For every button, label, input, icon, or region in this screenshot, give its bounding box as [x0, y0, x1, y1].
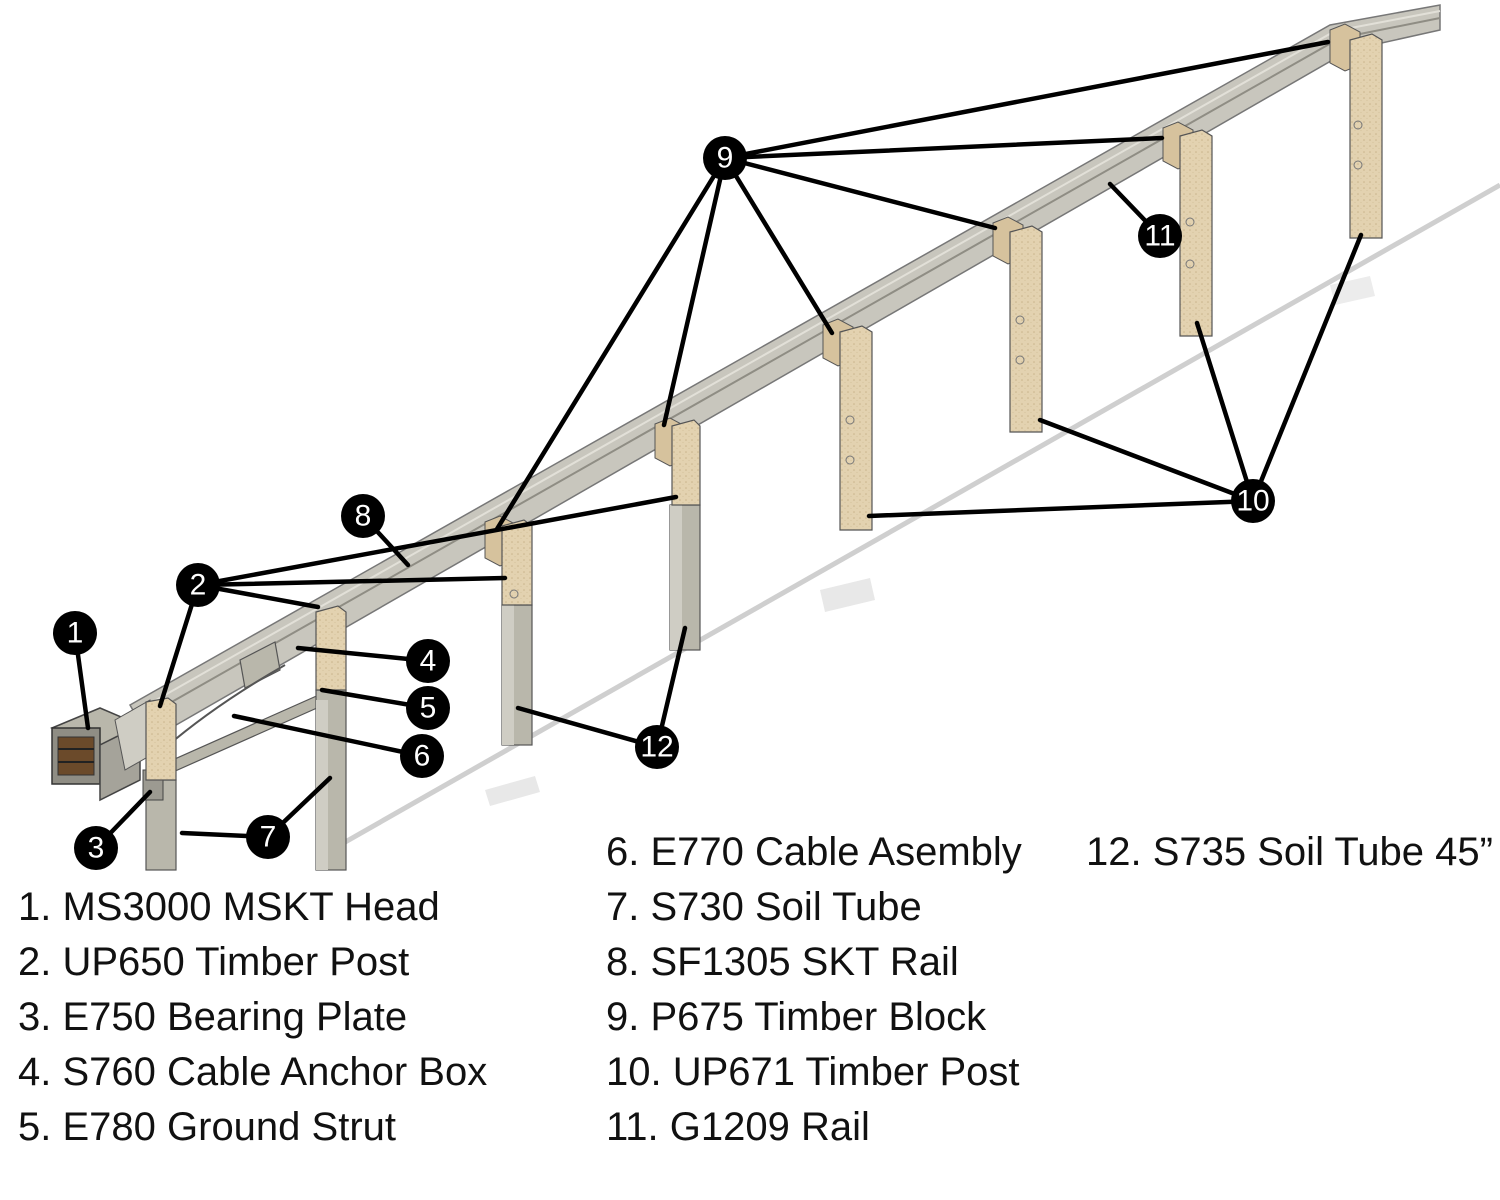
- post-6: [992, 216, 1043, 433]
- callout-8: 8: [341, 494, 385, 538]
- guardrail-terminal-diagram: 1 2 3 4 5 6 7 8 9 10 11 12: [49, 4, 1500, 871]
- legend-item-10: 10. UP671 Timber Post: [606, 1050, 1020, 1094]
- callout-6: 6: [400, 734, 444, 778]
- callout-5: 5: [406, 686, 450, 730]
- callout-4: 4: [406, 639, 450, 683]
- svg-text:2: 2: [190, 569, 207, 602]
- legend-item-2: 2. UP650 Timber Post: [18, 940, 410, 984]
- svg-text:1: 1: [67, 617, 84, 650]
- svg-text:9: 9: [717, 142, 734, 175]
- svg-text:8: 8: [355, 500, 372, 533]
- callout-1: 1: [53, 611, 97, 655]
- legend-item-11: 11. G1209 Rail: [606, 1105, 870, 1149]
- post-3: [484, 515, 533, 746]
- post-8: [1329, 23, 1383, 239]
- callout-9: 9: [703, 136, 747, 180]
- svg-text:11: 11: [1144, 220, 1175, 253]
- legend-item-9: 9. P675 Timber Block: [606, 995, 987, 1039]
- legend-item-12: 12. S735 Soil Tube 45”: [1086, 830, 1493, 874]
- terminal-head: [49, 641, 281, 802]
- svg-text:10: 10: [1236, 485, 1269, 518]
- svg-text:6: 6: [414, 740, 431, 773]
- post-4: [654, 417, 701, 651]
- post-7: [1162, 121, 1213, 337]
- legend-item-5: 5. E780 Ground Strut: [18, 1105, 397, 1149]
- legend-item-6: 6. E770 Cable Asembly: [606, 830, 1022, 874]
- legend-item-1: 1. MS3000 MSKT Head: [18, 885, 440, 929]
- legend-item-3: 3. E750 Bearing Plate: [18, 995, 408, 1039]
- svg-text:3: 3: [88, 832, 105, 865]
- svg-text:4: 4: [420, 645, 437, 678]
- post-2: [315, 605, 347, 871]
- legend-item-8: 8. SF1305 SKT Rail: [606, 940, 959, 984]
- callout-7: 7: [246, 815, 290, 859]
- callout-3: 3: [74, 826, 118, 870]
- legend-item-7: 7. S730 Soil Tube: [606, 885, 922, 929]
- svg-text:12: 12: [640, 731, 673, 764]
- svg-text:5: 5: [420, 692, 437, 725]
- callout-12: 12: [635, 725, 679, 769]
- legend-item-4: 4. S760 Cable Anchor Box: [18, 1050, 488, 1094]
- post-5: [822, 318, 873, 531]
- svg-text:7: 7: [260, 821, 277, 854]
- callout-2: 2: [176, 563, 220, 607]
- post-1: [142, 697, 177, 871]
- callout-11: 11: [1138, 214, 1182, 258]
- leader-lines: [72, 39, 1364, 851]
- callout-10: 10: [1231, 479, 1275, 523]
